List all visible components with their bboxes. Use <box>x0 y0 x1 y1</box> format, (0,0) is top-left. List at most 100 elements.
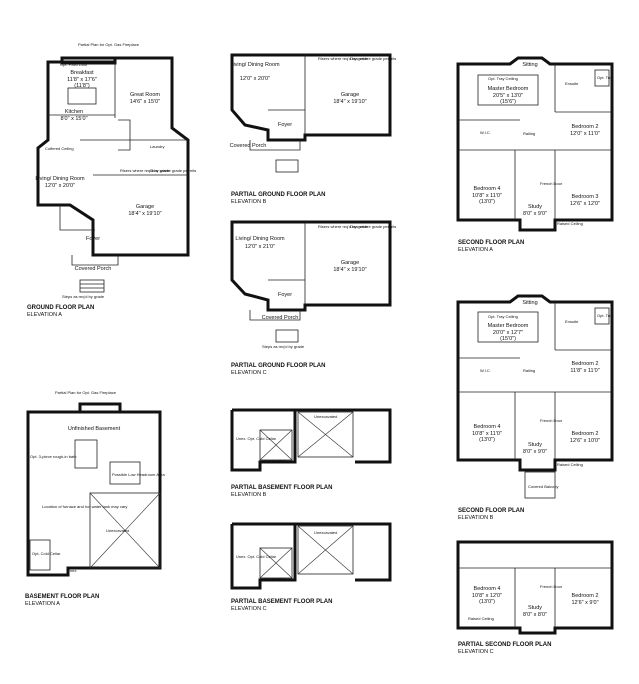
svg-text:Sitting: Sitting <box>522 62 537 68</box>
svg-text:11'8" x 11'0": 11'8" x 11'0" <box>570 368 599 374</box>
subtitle-basement-c: ELEVATION C <box>231 606 267 612</box>
plan-partial-basement-b: Unexcavated Unexcavated Unex. Opt. Cold … <box>230 408 392 498</box>
svg-text:W.I.C.: W.I.C. <box>480 368 491 373</box>
svg-text:12'0" x 20'0": 12'0" x 20'0" <box>240 76 270 82</box>
svg-text:10'8" x 12'0": 10'8" x 12'0" <box>472 593 502 599</box>
basement-c-outline <box>230 522 392 590</box>
svg-text:Bedroom 2: Bedroom 2 <box>572 593 599 599</box>
svg-text:Railing: Railing <box>523 368 535 373</box>
plan-partial-ground-c: Living/ Dining Room 12'0" x 21'0" Risers… <box>230 220 396 376</box>
svg-text:Master Bedroom: Master Bedroom <box>488 323 529 329</box>
svg-text:8'0" x 9'0": 8'0" x 9'0" <box>523 449 547 455</box>
svg-text:12'0" x 21'0": 12'0" x 21'0" <box>245 244 275 250</box>
svg-text:20'5" x 13'0": 20'5" x 13'0" <box>493 93 523 99</box>
title-basement-c: PARTIAL BASEMENT FLOOR PLAN <box>231 599 332 605</box>
title-ground-b: PARTIAL GROUND FLOOR PLAN <box>231 192 325 198</box>
subtitle-ground-b: ELEVATION B <box>231 199 267 205</box>
svg-text:Laundry: Laundry <box>150 144 164 149</box>
svg-text:(15'6"): (15'6") <box>500 99 516 105</box>
svg-text:Living/ Dining Room: Living/ Dining Room <box>235 236 285 242</box>
svg-text:Raised Ceiling: Raised Ceiling <box>557 221 583 226</box>
svg-text:Opt. Tray Ceiling: Opt. Tray Ceiling <box>488 314 518 319</box>
svg-text:Unexcavated: Unexcavated <box>314 530 337 535</box>
svg-text:10'8" x 11'0": 10'8" x 11'0" <box>472 193 502 199</box>
svg-text:Unexcavated: Unexcavated <box>106 528 129 533</box>
title-second-b: SECOND FLOOR PLAN <box>458 508 524 514</box>
svg-text:Railing: Railing <box>523 131 535 136</box>
svg-text:Living/ Dining Room: Living/ Dining Room <box>230 62 280 68</box>
svg-text:Ensuite: Ensuite <box>565 81 579 86</box>
ground-c-outline <box>230 220 392 312</box>
svg-text:Study: Study <box>528 442 542 448</box>
svg-text:Covered Porch: Covered Porch <box>262 315 299 321</box>
title-basement-b: PARTIAL BASEMENT FLOOR PLAN <box>231 485 332 491</box>
svg-text:Sitting: Sitting <box>522 300 537 306</box>
subtitle-basement-b: ELEVATION B <box>231 492 267 498</box>
svg-text:(13'0"): (13'0") <box>479 437 495 443</box>
svg-text:Unex.: Unex. <box>67 568 77 573</box>
room-living-dining: Living/ Dining Room <box>35 176 85 182</box>
svg-text:Foyer: Foyer <box>278 122 292 128</box>
svg-text:French Door: French Door <box>540 418 563 423</box>
basement-a-outline <box>26 410 162 577</box>
room-great: Great Room <box>130 92 160 98</box>
title-second-c: PARTIAL SECOND FLOOR PLAN <box>458 642 551 648</box>
svg-text:Opt. Tub: Opt. Tub <box>597 75 613 80</box>
svg-text:Bedroom 2: Bedroom 2 <box>572 361 599 367</box>
svg-text:(13'0"): (13'0") <box>479 199 495 205</box>
svg-text:8'0" x 8'0": 8'0" x 8'0" <box>523 612 547 618</box>
second-b-outline <box>456 294 614 472</box>
svg-text:12'6" x 10'0": 12'6" x 10'0" <box>570 438 600 444</box>
subtitle-second-b: ELEVATION B <box>458 515 494 521</box>
svg-text:Raised Ceiling: Raised Ceiling <box>468 616 494 621</box>
svg-text:Unexcavated: Unexcavated <box>262 576 285 581</box>
second-c-outline <box>456 540 614 635</box>
svg-text:12'0" x 11'0": 12'0" x 11'0" <box>570 131 600 137</box>
note-patio: Opt. Patio Door <box>60 62 88 67</box>
svg-text:French Door: French Door <box>540 181 563 186</box>
kitchen-island <box>67 87 97 105</box>
svg-text:Opt. Tray Ceiling: Opt. Tray Ceiling <box>488 76 518 81</box>
svg-text:(13'0"): (13'0") <box>479 599 495 605</box>
plan-second-a: Sitting Opt. Tray Ceiling Master Bedroom… <box>456 56 614 253</box>
svg-text:Raised Ceiling: Raised Ceiling <box>557 462 583 467</box>
unexcavated-area <box>89 492 161 569</box>
svg-text:Study: Study <box>528 204 542 210</box>
svg-text:Unexcavated: Unexcavated <box>262 458 285 463</box>
room-garage: Garage <box>136 204 154 210</box>
svg-text:French Door: French Door <box>540 584 563 589</box>
svg-text:Location of furnace and hot wa: Location of furnace and hot water tank m… <box>42 504 127 509</box>
svg-text:Unfinished Basement: Unfinished Basement <box>68 426 121 432</box>
svg-text:Opt. 3-piece rough-in bath: Opt. 3-piece rough-in bath <box>30 454 76 459</box>
svg-text:Risers where req'd by grade: Risers where req'd by grade <box>318 224 369 229</box>
svg-text:18'4" x 19'10": 18'4" x 19'10" <box>128 211 161 217</box>
basement-stairs <box>74 439 98 469</box>
svg-text:Garage: Garage <box>341 260 359 266</box>
svg-text:12'6" x 12'0": 12'6" x 12'0" <box>570 201 600 207</box>
svg-text:Door where grade permits: Door where grade permits <box>350 224 396 229</box>
note-fireplace: Partial Plan for Opt. Gas Fireplace <box>78 42 140 47</box>
tray-ceiling <box>477 74 539 106</box>
svg-text:Bedroom 4: Bedroom 4 <box>474 186 501 192</box>
ground-b-outline <box>230 53 392 142</box>
svg-text:Covered Porch: Covered Porch <box>230 143 267 149</box>
svg-text:Unex. Opt. Cold Cellar: Unex. Opt. Cold Cellar <box>236 554 277 559</box>
subtitle-ground-c: ELEVATION C <box>231 370 267 376</box>
svg-text:Study: Study <box>528 605 542 611</box>
svg-text:Risers where req'd by grade: Risers where req'd by grade <box>120 168 171 173</box>
svg-text:Coffered Ceiling: Coffered Ceiling <box>45 146 74 151</box>
svg-text:20'0" x 12'7": 20'0" x 12'7" <box>493 330 523 336</box>
svg-text:Unexcavated: Unexcavated <box>314 414 337 419</box>
room-kitchen: Kitchen <box>65 109 83 115</box>
room-foyer: Foyer <box>86 236 100 242</box>
ground-a-outline <box>36 56 190 257</box>
plan-partial-basement-c: Unexcavated Unexcavated Unex. Opt. Cold … <box>230 522 392 612</box>
svg-text:Unex. Opt. Cold Cellar: Unex. Opt. Cold Cellar <box>236 436 277 441</box>
svg-text:12'6" x 9'0": 12'6" x 9'0" <box>571 600 598 606</box>
svg-text:Opt. Tub: Opt. Tub <box>597 313 613 318</box>
svg-text:8'0" x 9'0": 8'0" x 9'0" <box>523 211 547 217</box>
second-a-outline <box>456 56 614 232</box>
svg-text:12'0" x 20'0": 12'0" x 20'0" <box>45 183 75 189</box>
svg-text:Bedroom 2: Bedroom 2 <box>572 124 599 130</box>
